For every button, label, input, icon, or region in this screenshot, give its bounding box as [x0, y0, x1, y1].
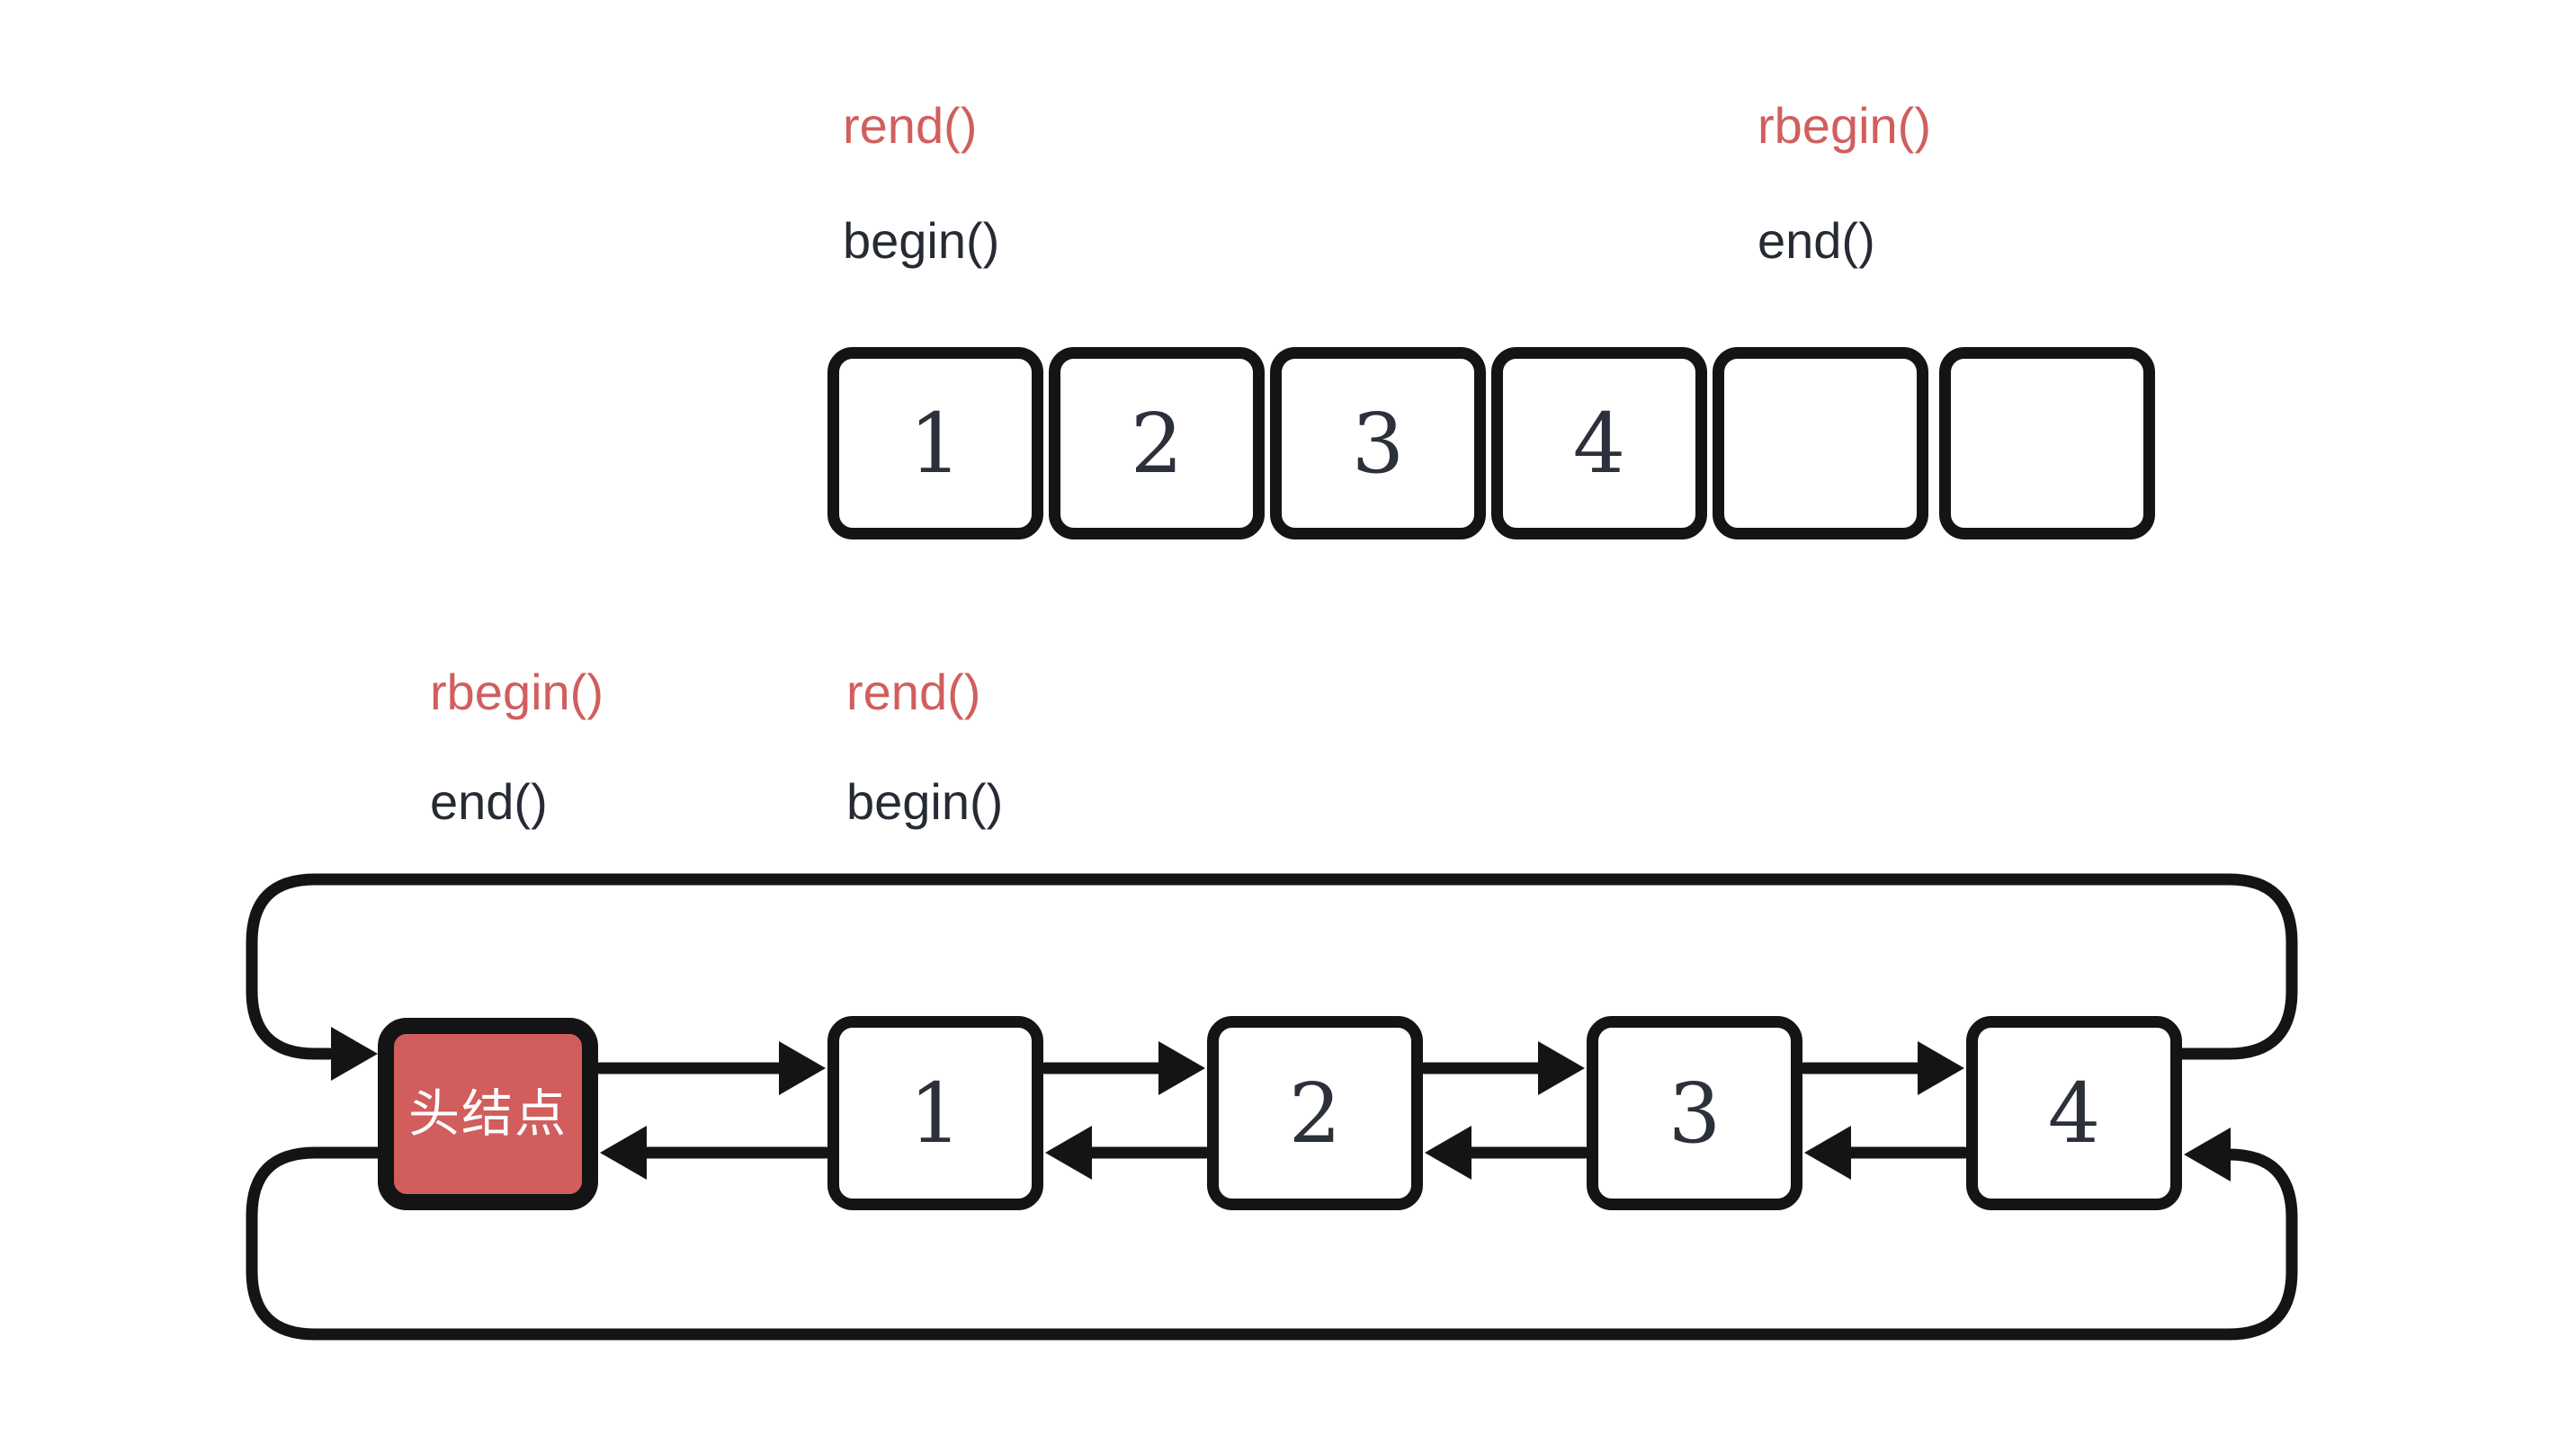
head-sentinel-node: 头结点	[378, 1018, 598, 1210]
array-cell-empty	[1713, 347, 1928, 539]
array-cell-empty	[1939, 347, 2155, 539]
next-arrow-head	[1538, 1041, 1585, 1095]
array-end-label: end()	[1758, 212, 1875, 269]
prev-arrow-head	[1045, 1126, 1092, 1180]
array-begin-label: begin()	[843, 212, 1000, 269]
next-arrow-head	[1158, 1041, 1205, 1095]
next-loop-arrowhead	[331, 1027, 378, 1081]
prev-arrow-head	[1425, 1126, 1471, 1180]
list-rend-label: rend()	[846, 664, 981, 720]
list-begin-label: begin()	[846, 773, 1004, 830]
next-arrows	[594, 1041, 1964, 1095]
prev-loop-path	[246, 1146, 2298, 1341]
array-rbegin-label: rbegin()	[1758, 97, 1931, 154]
list-rbegin-label: rbegin()	[430, 664, 604, 720]
prev-arrows	[600, 1126, 1971, 1180]
next-arrow-head	[779, 1041, 826, 1095]
prev-loop-arrowhead	[2184, 1128, 2231, 1181]
next-loop-tail-to-head	[246, 873, 2298, 1081]
list-end-label: end()	[430, 773, 548, 830]
array-cell: 4	[1491, 347, 1707, 539]
array-cell: 2	[1049, 347, 1265, 539]
next-loop-path	[246, 873, 2298, 1060]
prev-loop-head-to-tail	[246, 1128, 2298, 1341]
array-cell: 1	[827, 347, 1043, 539]
prev-arrow-head	[600, 1126, 647, 1180]
list-node: 2	[1207, 1016, 1423, 1210]
array-rend-label: rend()	[843, 97, 978, 154]
list-node: 1	[827, 1016, 1043, 1210]
next-arrow-head	[1918, 1041, 1964, 1095]
list-node: 4	[1966, 1016, 2182, 1210]
array-cell: 3	[1270, 347, 1486, 539]
list-node: 3	[1587, 1016, 1802, 1210]
prev-arrow-head	[1804, 1126, 1851, 1180]
